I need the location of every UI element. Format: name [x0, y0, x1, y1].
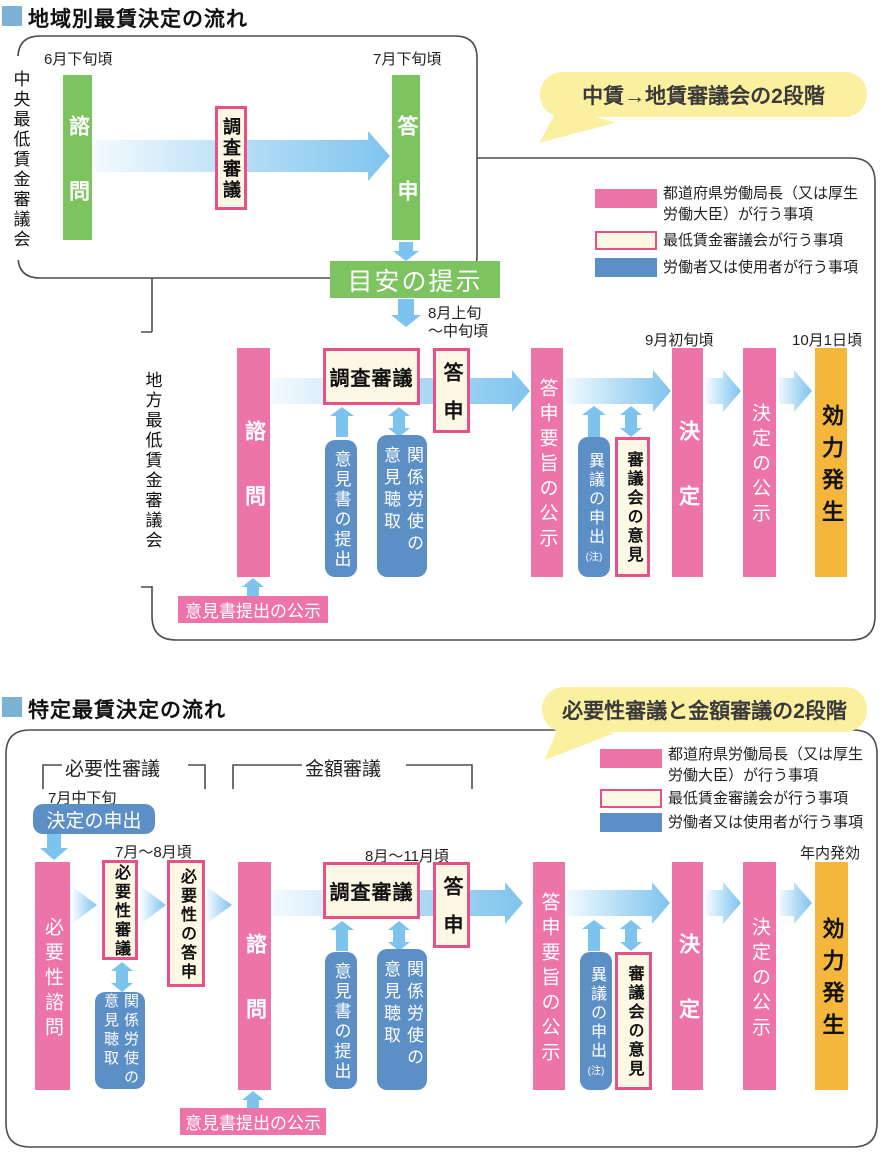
specific-section-title: 特定最賃決定の流れ [28, 699, 226, 722]
specific-callout-bubble: 必要性審議と金額審議の2段階 [542, 687, 867, 732]
flow-arrow-specific-3 [706, 882, 741, 924]
specific-deliberation-box: 調査審議 [323, 862, 420, 919]
specific-box-outline [5, 729, 878, 1148]
local-council-box-outline [151, 157, 876, 641]
up-arrow-notice-specific [242, 1091, 264, 1108]
necessity-report-box: 必要性の答申 [167, 860, 205, 987]
date-early-september: 9月初旬頃 [645, 332, 714, 349]
specific-decision-bar: 決定 [672, 862, 703, 1090]
flow-arrow-regional-4 [778, 370, 812, 412]
section-marker-square-regional [2, 6, 22, 26]
central-report-bar: 答申 [392, 75, 420, 245]
date-early-august-line1: 8月上旬 [428, 305, 482, 322]
double-arrow-council-opinion-specific [620, 920, 642, 951]
central-consultation-bar: 諮問 [63, 75, 92, 245]
legend1-swatch-pink [595, 189, 657, 208]
amount-phase-label: 金額審議 [305, 759, 382, 780]
legend1-swatch-cream [595, 231, 657, 250]
local-council-label: 地方最低賃金審議会 [142, 371, 162, 551]
central-label-border-mask [9, 56, 27, 260]
specific-consultation-bar: 諮問 [238, 862, 271, 1090]
necessity-deliberation-box: 必要性審議 [102, 860, 138, 960]
necessity-labor-hearing-box: 関係労使の意見聴取 [95, 992, 145, 1089]
specific-opinion-submission-box: 意見書の提出 [325, 952, 357, 1089]
up-arrow-opinion-specific [330, 921, 354, 951]
flow-arrow-regional-3 [706, 370, 741, 412]
down-arrow-report-to-guideline [393, 242, 419, 261]
up-arrow-opinion-regional [330, 407, 354, 437]
legend1-swatch-blue [595, 258, 657, 277]
specific-council-opinion-box: 審議会の意見 [615, 952, 652, 1090]
regional-deliberation-box: 調査審議 [323, 348, 420, 405]
specific-objection-box: 異議の申出 (注) [580, 952, 612, 1090]
section-marker-square-specific [2, 697, 22, 717]
triangle-arrow-3 [207, 887, 232, 923]
double-arrow-hearing-necessity [111, 962, 133, 992]
legend2-label-cream: 最低賃金審議会が行う事項 [668, 790, 849, 807]
legend1-label-pink-line1: 都道府県労働局長（又は厚生 [663, 185, 859, 202]
regional-objection-note: (注) [585, 552, 603, 563]
legend1-label-cream: 最低賃金審議会が行う事項 [663, 232, 844, 249]
down-arrow-guideline-to-local [391, 299, 421, 327]
up-arrow-objection-specific [582, 920, 606, 951]
flow-arrow-specific-2 [567, 882, 670, 924]
up-arrow-objection-regional [582, 406, 606, 437]
specific-objection-note: (注) [587, 1066, 605, 1077]
regional-callout-bubble: 中賃→地賃審議会の2段階 [540, 72, 867, 117]
regional-decision-publication-bar: 決定の公示 [743, 348, 776, 577]
legend1-label-pink-line2: 労働大臣）が行う事項 [663, 206, 814, 223]
date-late-june: 6月下旬頃 [44, 51, 113, 68]
local-label-border-mask [143, 332, 161, 586]
triangle-arrow-2 [142, 887, 166, 923]
local-label-ticks [141, 331, 152, 588]
regional-objection-box: 異議の申出 (注) [578, 437, 610, 577]
necessity-phase-bracket [42, 764, 206, 789]
regional-opinion-notice-box: 意見書提出の公示 [178, 596, 328, 623]
specific-opinion-notice-box: 意見書提出の公示 [180, 1108, 326, 1135]
specific-effective-bar: 効力発生 [815, 862, 848, 1090]
regional-decision-bar: 決定 [672, 348, 703, 577]
date-july-august: 7月～8月頃 [115, 844, 192, 861]
guideline-presentation-box: 目安の提示 [330, 261, 500, 298]
up-arrow-notice-regional [242, 578, 264, 596]
amount-phase-bracket [232, 764, 473, 789]
specific-report-publication-bar: 答申要旨の公示 [533, 862, 565, 1090]
date-year-end: 年内発効 [800, 845, 861, 862]
legend2-swatch-cream [600, 789, 662, 808]
double-arrow-hearing-regional [388, 407, 410, 437]
application-for-decision-box: 決定の申出 [33, 804, 155, 834]
down-arrow-application [40, 834, 68, 860]
date-october-1: 10月1日頃 [792, 332, 863, 349]
flow-arrow-regional-2 [565, 370, 671, 412]
regional-effective-bar: 効力発生 [815, 348, 847, 577]
necessity-phase-label: 必要性審議 [65, 759, 161, 780]
triangle-arrow-1 [73, 887, 97, 923]
regional-report-box: 答申 [433, 348, 470, 438]
legend2-swatch-blue [600, 813, 662, 832]
central-deliberation-box: 調査審議 [215, 106, 247, 210]
specific-report-box: 答申 [433, 862, 470, 952]
regional-opinion-submission-box: 意見書の提出 [325, 440, 357, 577]
regional-report-publication-bar: 答申要旨の公示 [531, 348, 563, 577]
double-arrow-council-opinion-regional [620, 406, 642, 437]
double-arrow-hearing-specific [388, 921, 410, 951]
legend2-label-blue: 労働者又は使用者が行う事項 [668, 814, 864, 831]
specific-labor-hearing-box: 関係労使の意見聴取 [377, 949, 427, 1090]
legend2-label-pink-line2: 労働大臣）が行う事項 [668, 767, 819, 784]
legend2-swatch-pink [600, 749, 662, 768]
legend1-label-blue: 労働者又は使用者が行う事項 [663, 259, 859, 276]
regional-section-title: 地域別最賃決定の流れ [28, 8, 248, 31]
date-early-august-line2: ～中旬頃 [428, 323, 489, 340]
flow-arrow-specific-4 [779, 882, 812, 924]
regional-labor-hearing-box: 関係労使の意見聴取 [377, 435, 427, 577]
necessity-consultation-bar: 必要性諮問 [35, 862, 70, 1090]
date-august-november: 8月～11月頃 [365, 848, 449, 865]
regional-council-opinion-box: 審議会の意見 [615, 437, 650, 577]
central-council-label: 中央最低賃金審議会 [10, 70, 30, 250]
date-mid-july: 7月中下旬 [48, 790, 117, 807]
regional-consultation-bar: 諮問 [237, 348, 270, 577]
legend2-label-pink-line1: 都道府県労働局長（又は厚生 [668, 746, 864, 763]
date-late-july: 7月下旬頃 [373, 51, 442, 68]
specific-decision-publication-bar: 決定の公示 [743, 862, 776, 1090]
